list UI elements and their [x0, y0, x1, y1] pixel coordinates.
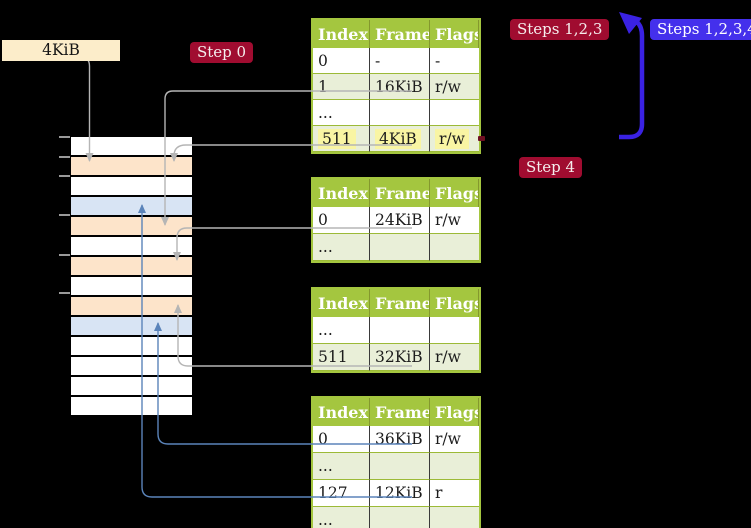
address-tick [59, 292, 70, 294]
column-header: Frame [370, 289, 430, 317]
table-header-row: Index Frame Flags [313, 289, 479, 317]
table-row: ... [313, 453, 479, 480]
step0-badge: Step 0 [190, 42, 254, 63]
index-cell: 0 [313, 48, 370, 74]
memory-frame-12 [71, 377, 192, 395]
table-row-highlighted: 511 4KiB r/w [313, 126, 479, 152]
flags-cell [430, 317, 479, 344]
flags-cell: r [430, 480, 479, 507]
table-row: ... [313, 234, 479, 261]
table-row: 0 - - [313, 48, 479, 74]
recursive-loop-arrowhead [619, 12, 642, 34]
highlight: 4KiB [375, 128, 421, 149]
index-cell: ... [313, 234, 370, 261]
column-header: Frame [370, 20, 430, 48]
table-row: 511 32KiB r/w [313, 344, 479, 371]
column-header: Index [313, 398, 370, 426]
highlight: r/w [435, 128, 469, 149]
address-tick [59, 136, 70, 138]
address-tick [59, 254, 70, 256]
index-cell: 127 [313, 480, 370, 507]
column-header: Flags [430, 289, 479, 317]
index-cell: ... [313, 453, 370, 480]
frame-size-label: 4KiB [2, 40, 120, 61]
table-row: ... [313, 100, 479, 126]
frame-cell: 4KiB [370, 126, 430, 152]
index-cell: 511 [313, 344, 370, 371]
memory-frame-2 [71, 177, 192, 195]
frame-cell [370, 100, 430, 126]
highlight: 511 [318, 128, 356, 149]
column-header: Flags [430, 398, 479, 426]
table-row: 0 36KiB r/w [313, 426, 479, 453]
memory-frame-10 [71, 337, 192, 355]
frame-cell [370, 317, 430, 344]
flags-cell: - [430, 48, 479, 74]
memory-frame-4 [71, 217, 192, 235]
flags-cell: r/w [430, 207, 479, 234]
memory-frame-9 [71, 317, 192, 335]
table-row: ... [313, 507, 479, 528]
table-header-row: Index Frame Flags [313, 20, 479, 48]
memory-frame-0 [71, 137, 192, 155]
flags-cell: r/w [430, 344, 479, 371]
address-tick [59, 214, 70, 216]
memory-frame-3 [71, 197, 192, 215]
table-header-row: Index Frame Flags [313, 179, 479, 207]
flags-cell: r/w [430, 126, 479, 152]
column-header: Flags [430, 179, 479, 207]
index-cell: 0 [313, 426, 370, 453]
index-cell: ... [313, 317, 370, 344]
page-table-3: Index Frame Flags ... 511 32KiB r/w [311, 287, 481, 373]
table-row: 1 16KiB r/w [313, 74, 479, 100]
flags-cell [430, 100, 479, 126]
address-tick [59, 175, 70, 177]
table-row: 127 12KiB r [313, 480, 479, 507]
frame-cell [370, 234, 430, 261]
frame-cell: 16KiB [370, 74, 430, 100]
flags-cell [430, 234, 479, 261]
column-header: Index [313, 20, 370, 48]
table-row: ... [313, 317, 479, 344]
frame-cell [370, 453, 430, 480]
column-header: Flags [430, 20, 479, 48]
memory-frame-11 [71, 357, 192, 375]
flags-cell [430, 507, 479, 528]
index-cell: 0 [313, 207, 370, 234]
column-header: Index [313, 289, 370, 317]
frame-cell [370, 507, 430, 528]
memory-frame-13 [71, 397, 192, 415]
steps1234-badge: Steps 1,2,3,4 [650, 19, 751, 40]
memory-frame-8 [71, 297, 192, 315]
frame-cell: 12KiB [370, 480, 430, 507]
memory-frame-6 [71, 257, 192, 275]
memory-column [71, 137, 192, 415]
table-header-row: Index Frame Flags [313, 398, 479, 426]
column-header: Index [313, 179, 370, 207]
memory-frame-1 [71, 157, 192, 175]
steps123-badge: Steps 1,2,3 [510, 19, 610, 40]
column-header: Frame [370, 398, 430, 426]
flags-cell [430, 453, 479, 480]
table-row: 0 24KiB r/w [313, 207, 479, 234]
column-header: Frame [370, 179, 430, 207]
page-table-4: Index Frame Flags 0 36KiB r/w ... 127 12… [311, 396, 481, 528]
frame-cell: - [370, 48, 430, 74]
page-table-2: Index Frame Flags 0 24KiB r/w ... [311, 177, 481, 263]
frame-cell: 32KiB [370, 344, 430, 371]
address-tick [59, 156, 70, 158]
index-cell: ... [313, 507, 370, 528]
memory-frame-5 [71, 237, 192, 255]
step4-badge: Step 4 [519, 157, 583, 178]
recursive-loop-arrow [619, 17, 645, 140]
frame-cell: 36KiB [370, 426, 430, 453]
flags-cell: r/w [430, 426, 479, 453]
flags-cell: r/w [430, 74, 479, 100]
page-table-1: Index Frame Flags 0 - - 1 16KiB r/w ... … [311, 18, 481, 154]
index-cell: 511 [313, 126, 370, 152]
memory-frame-7 [71, 277, 192, 295]
index-cell: 1 [313, 74, 370, 100]
index-cell: ... [313, 100, 370, 126]
frame-cell: 24KiB [370, 207, 430, 234]
